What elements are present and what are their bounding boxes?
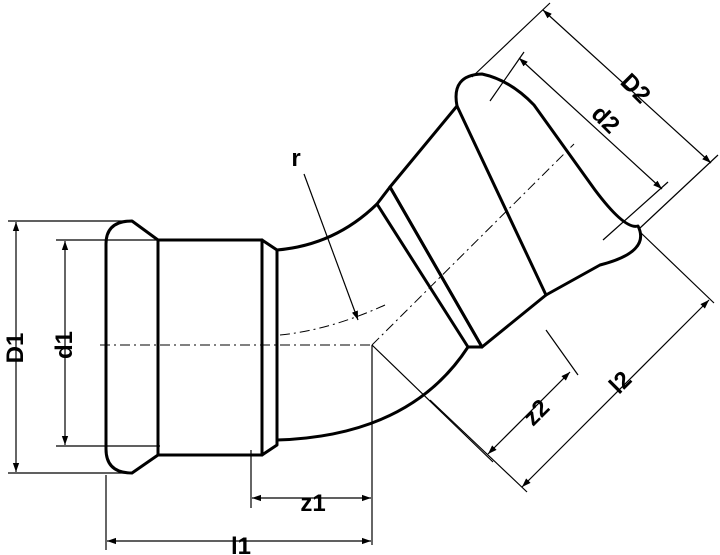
right-socket-rim <box>375 185 484 349</box>
right-socket-ring <box>388 185 484 349</box>
right-socket <box>375 72 643 349</box>
label-d2: d2 <box>586 100 625 139</box>
right-socket-bottom <box>480 293 548 349</box>
dimension-l1 <box>105 475 371 550</box>
left-socket-end <box>260 238 279 457</box>
elbow-body <box>275 202 470 442</box>
right-socket-bulge <box>454 72 643 297</box>
label-l1: l1 <box>231 533 251 555</box>
right-socket-bead <box>455 104 548 297</box>
label-z1: z1 <box>300 490 325 517</box>
label-l2: l2 <box>604 366 637 399</box>
label-D2: D2 <box>615 68 656 109</box>
elbow-inner-curve <box>275 345 470 442</box>
centre-lines <box>100 143 575 346</box>
bend-arc <box>279 304 386 336</box>
label-d1: d1 <box>51 331 78 359</box>
left-socket-bulge <box>104 219 160 475</box>
elbow-outer-curve <box>275 202 379 252</box>
dimension-l2 <box>429 231 715 493</box>
dimension-z1 <box>250 345 373 545</box>
radius-leader <box>303 173 359 321</box>
label-D1: D1 <box>2 333 29 364</box>
label-z2: z2 <box>518 394 555 431</box>
label-r: r <box>291 145 300 172</box>
left-socket <box>104 219 279 475</box>
dimension-D1 <box>8 220 132 474</box>
dimension-d1 <box>56 239 160 447</box>
right-socket-top <box>388 104 459 189</box>
dimension-d2 <box>489 51 669 241</box>
angled-axis <box>371 143 575 346</box>
